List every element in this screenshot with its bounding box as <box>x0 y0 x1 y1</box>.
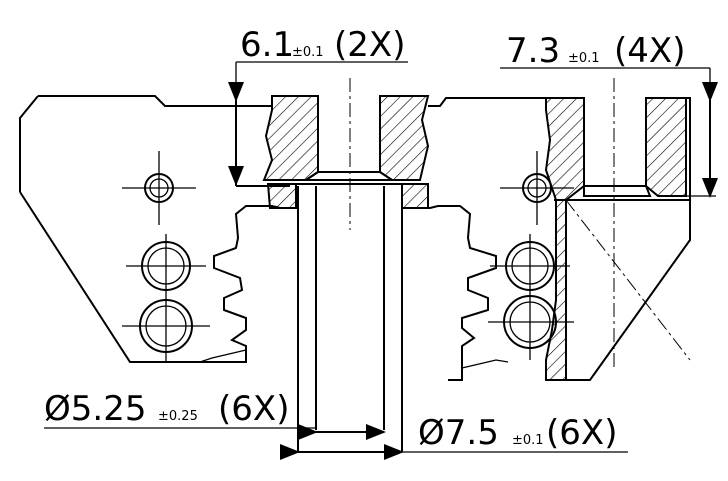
serrated-slot <box>199 205 509 381</box>
left-holes <box>122 151 210 362</box>
depth-tolerance: ±0.1 <box>292 45 324 60</box>
through-bore <box>297 186 403 452</box>
thread-depth-count: (4X) <box>614 31 685 71</box>
bore-small-count: (6X) <box>218 389 289 429</box>
bore-large-value: Ø7.5 <box>418 413 499 453</box>
right-thread-section <box>544 97 687 381</box>
depth-value: 6.1 <box>240 25 294 65</box>
depth-count: (2X) <box>334 25 405 65</box>
dimension-bore-small: Ø5.25 ±0.25 (6X) <box>44 389 386 440</box>
thread-depth-tolerance: ±0.1 <box>568 51 600 66</box>
left-counterbore-section <box>262 95 430 209</box>
bore-small-value: Ø5.25 <box>44 389 146 429</box>
bore-large-count: (6X) <box>546 413 617 453</box>
bore-large-tolerance: ±0.1 <box>512 433 544 448</box>
right-holes <box>488 151 574 360</box>
dimension-thread-depth: 7.3 ±0.1 (4X) <box>500 31 718 198</box>
thread-depth-value: 7.3 <box>506 31 560 71</box>
part-outline <box>19 95 691 381</box>
bore-small-tolerance: ±0.25 <box>158 409 198 424</box>
dimension-counterbore-depth: 6.1 ±0.1 (2X) <box>228 25 408 186</box>
center-lines <box>349 78 691 370</box>
dimension-bore-large: Ø7.5 ±0.1 (6X) <box>280 413 628 460</box>
